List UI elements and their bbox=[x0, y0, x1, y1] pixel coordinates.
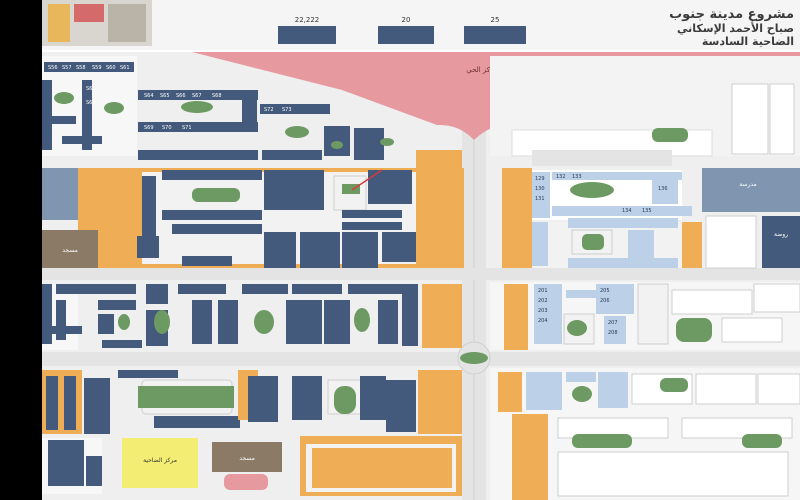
block-code-label: S61 bbox=[120, 65, 130, 71]
block-code-label: 208 bbox=[608, 330, 618, 336]
block-code-label: S65 bbox=[160, 93, 170, 99]
main-horizontal-road-1[interactable] bbox=[42, 268, 800, 280]
mosque-label-bottom: مسجد bbox=[239, 455, 255, 462]
block-code-label: S58 bbox=[76, 65, 86, 71]
block-code-label: 201 bbox=[538, 288, 548, 294]
block-code-label: 205 bbox=[600, 288, 610, 294]
stat-value: 20 bbox=[402, 16, 411, 24]
health-center-plot[interactable] bbox=[122, 438, 198, 488]
project-title-line-1: مشروع مدينة جنوب bbox=[669, 7, 794, 22]
block-code-label: S71 bbox=[182, 125, 192, 131]
kindergarten-label: روضة bbox=[774, 231, 788, 238]
left-bottom-section: مركز الضاحية مسجد bbox=[42, 370, 462, 496]
block-code-label: 129 bbox=[535, 176, 545, 182]
block-code-label: S56 bbox=[48, 65, 58, 71]
parking-block[interactable] bbox=[42, 168, 78, 220]
block-code-label: S66 bbox=[176, 93, 186, 99]
block-code-label: 135 bbox=[642, 208, 652, 214]
block-code-label: S64 bbox=[144, 93, 154, 99]
block-code-labels-right-mid: 201 202 203 204 205 206 207 208 bbox=[538, 288, 618, 336]
block-code-label: S59 bbox=[92, 65, 102, 71]
left-middle-section: مسجد bbox=[42, 150, 464, 268]
project-title-line-3: الضاحية السادسة bbox=[702, 35, 794, 48]
block-row[interactable] bbox=[44, 62, 134, 72]
stat-value: 25 bbox=[491, 16, 500, 24]
right-upper-section: مدرسة روضة bbox=[490, 56, 800, 269]
left-lower-section bbox=[42, 284, 462, 350]
block-code-label: S70 bbox=[162, 125, 172, 131]
roundabout-green bbox=[460, 352, 488, 364]
block-column[interactable] bbox=[82, 80, 92, 150]
stat-value: 22,222 bbox=[295, 16, 320, 24]
school-label: مدرسة bbox=[739, 181, 757, 188]
mosque-plot-bottom[interactable] bbox=[212, 442, 282, 472]
block-code-label: S69 bbox=[144, 125, 154, 131]
block-code-label: 133 bbox=[572, 174, 582, 180]
block-code-label: 130 bbox=[535, 186, 545, 192]
mosque-label-left: مسجد bbox=[62, 247, 78, 254]
project-title-line-2: صباح الأحمد الإسكاني bbox=[677, 21, 794, 35]
mosque-plot-left[interactable] bbox=[42, 230, 98, 268]
stat-box-2: 20 bbox=[378, 16, 434, 44]
block-code-label: 207 bbox=[608, 320, 618, 326]
block-code-label: 131 bbox=[535, 196, 545, 202]
block-code-label: S63 bbox=[86, 100, 96, 106]
block-code-label: 204 bbox=[538, 318, 548, 324]
main-horizontal-road-2[interactable] bbox=[42, 352, 800, 366]
block-code-label: 202 bbox=[538, 298, 548, 304]
stat-box-3: 25 bbox=[464, 16, 526, 44]
kindergarten-block[interactable] bbox=[762, 216, 800, 268]
block-code-labels-right-upper: 129 130 131 132 133 134 135 136 bbox=[535, 174, 668, 214]
block-code-label: 203 bbox=[538, 308, 548, 314]
block-code-label: S72 bbox=[264, 107, 274, 113]
block-code-label: 134 bbox=[622, 208, 632, 214]
block-code-label: 206 bbox=[600, 298, 610, 304]
left-upper-section bbox=[42, 56, 394, 160]
health-center-label: مركز الضاحية bbox=[143, 457, 177, 464]
block-code-label: S67 bbox=[192, 93, 202, 99]
block-code-label: 136 bbox=[658, 186, 668, 192]
block-code-label: S62 bbox=[86, 86, 96, 92]
block-code-label: S60 bbox=[106, 65, 116, 71]
header-strip: 22,222 20 25 مشروع مدينة جنوب صباح الأحم… bbox=[42, 0, 800, 50]
right-middle-section bbox=[490, 282, 800, 350]
green-space-large bbox=[138, 386, 234, 408]
green-space bbox=[192, 188, 240, 202]
stat-box-1: 22,222 bbox=[278, 16, 336, 44]
school-block-right[interactable] bbox=[702, 168, 800, 212]
block-code-label: S73 bbox=[282, 107, 292, 113]
block-code-label: S68 bbox=[212, 93, 222, 99]
park-bottom bbox=[572, 434, 632, 448]
center-area-label: مركز الحي bbox=[466, 66, 498, 74]
right-lower-section bbox=[490, 368, 800, 500]
site-plan-map: 22,222 20 25 مشروع مدينة جنوب صباح الأحم… bbox=[42, 0, 800, 500]
block-code-label: 132 bbox=[556, 174, 566, 180]
block-code-label: S57 bbox=[62, 65, 72, 71]
map-canvas[interactable]: 22,222 20 25 مشروع مدينة جنوب صباح الأحم… bbox=[42, 0, 800, 500]
